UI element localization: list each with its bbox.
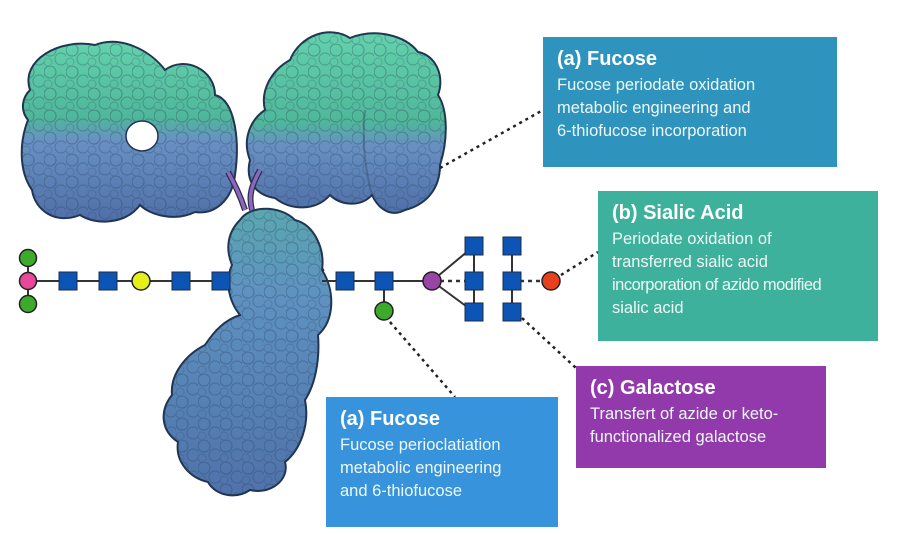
glcnac-square bbox=[464, 302, 484, 322]
glcnac-square bbox=[464, 271, 484, 291]
callout-line: Periodate oxidation of bbox=[612, 230, 772, 248]
glcnac-square bbox=[58, 271, 78, 291]
glcnac-square bbox=[335, 271, 355, 291]
callout-line: incorporation of azido modified bbox=[612, 276, 822, 294]
mannose-circle bbox=[422, 271, 442, 291]
callout-line: Transfert of azide or keto- bbox=[590, 405, 779, 423]
leader-sialic-acid bbox=[560, 250, 599, 277]
fab-left-hole bbox=[125, 120, 159, 152]
leader-galactose bbox=[521, 317, 577, 369]
callout-fucose-bottom: (a) Fucose Fucose perioclatiation metabo… bbox=[326, 397, 558, 527]
callout-title: (b) Sialic Acid bbox=[612, 202, 744, 224]
fucose-circle bbox=[18, 294, 38, 314]
galactose-circle bbox=[131, 271, 151, 291]
callout-sialic-acid: (b) Sialic Acid Periodate oxidation of t… bbox=[598, 191, 878, 341]
fc-region bbox=[162, 207, 333, 497]
callout-title: (c) Galactose bbox=[590, 377, 716, 399]
glcnac-square bbox=[502, 236, 522, 256]
leader-fucose-top bbox=[439, 108, 544, 170]
callout-body: Fucose periodate oxidation metabolic eng… bbox=[557, 74, 823, 143]
fucose-circle bbox=[18, 248, 38, 268]
callout-line: functionalized galactose bbox=[590, 428, 767, 446]
glcnac-square bbox=[374, 271, 394, 291]
callout-fucose-top: (a) Fucose Fucose periodate oxidation me… bbox=[543, 37, 837, 167]
callout-line: metabolic engineering bbox=[340, 459, 502, 477]
callout-body: Transfert of azide or keto- functionaliz… bbox=[590, 403, 812, 449]
leader-lines bbox=[389, 108, 599, 398]
fucose-circle bbox=[374, 301, 394, 321]
glcnac-square bbox=[502, 302, 522, 322]
callout-line: and 6-thiofucose bbox=[340, 482, 463, 500]
callout-line: sialic acid bbox=[612, 299, 684, 317]
callout-title: (a) Fucose bbox=[340, 408, 441, 430]
sialic-acid-circle bbox=[18, 271, 38, 291]
glcnac-square bbox=[464, 236, 484, 256]
callout-body: Fucose perioclatiation metabolic enginee… bbox=[340, 434, 544, 503]
leader-fucose-bottom bbox=[389, 321, 456, 398]
callout-line: 6-thiofucose incorporation bbox=[557, 122, 747, 140]
callout-line: Fucose perioclatiation bbox=[340, 436, 501, 454]
callout-line: transferred sialic acid bbox=[612, 253, 768, 271]
glcnac-square bbox=[211, 271, 231, 291]
modified-sugar-circle bbox=[541, 271, 561, 291]
fab-arm-right bbox=[245, 31, 447, 214]
callout-galactose: (c) Galactose Transfert of azide or keto… bbox=[576, 366, 826, 468]
callout-body: Periodate oxidation of transferred siali… bbox=[612, 228, 864, 320]
fab-arm-left bbox=[20, 40, 238, 223]
callout-line: Fucose periodate oxidation bbox=[557, 76, 756, 94]
callout-title: (a) Fucose bbox=[557, 48, 658, 70]
glcnac-square bbox=[502, 271, 522, 291]
glcnac-square bbox=[98, 271, 118, 291]
callout-line: metabolic engineering and bbox=[557, 99, 751, 117]
glcnac-square bbox=[171, 271, 191, 291]
